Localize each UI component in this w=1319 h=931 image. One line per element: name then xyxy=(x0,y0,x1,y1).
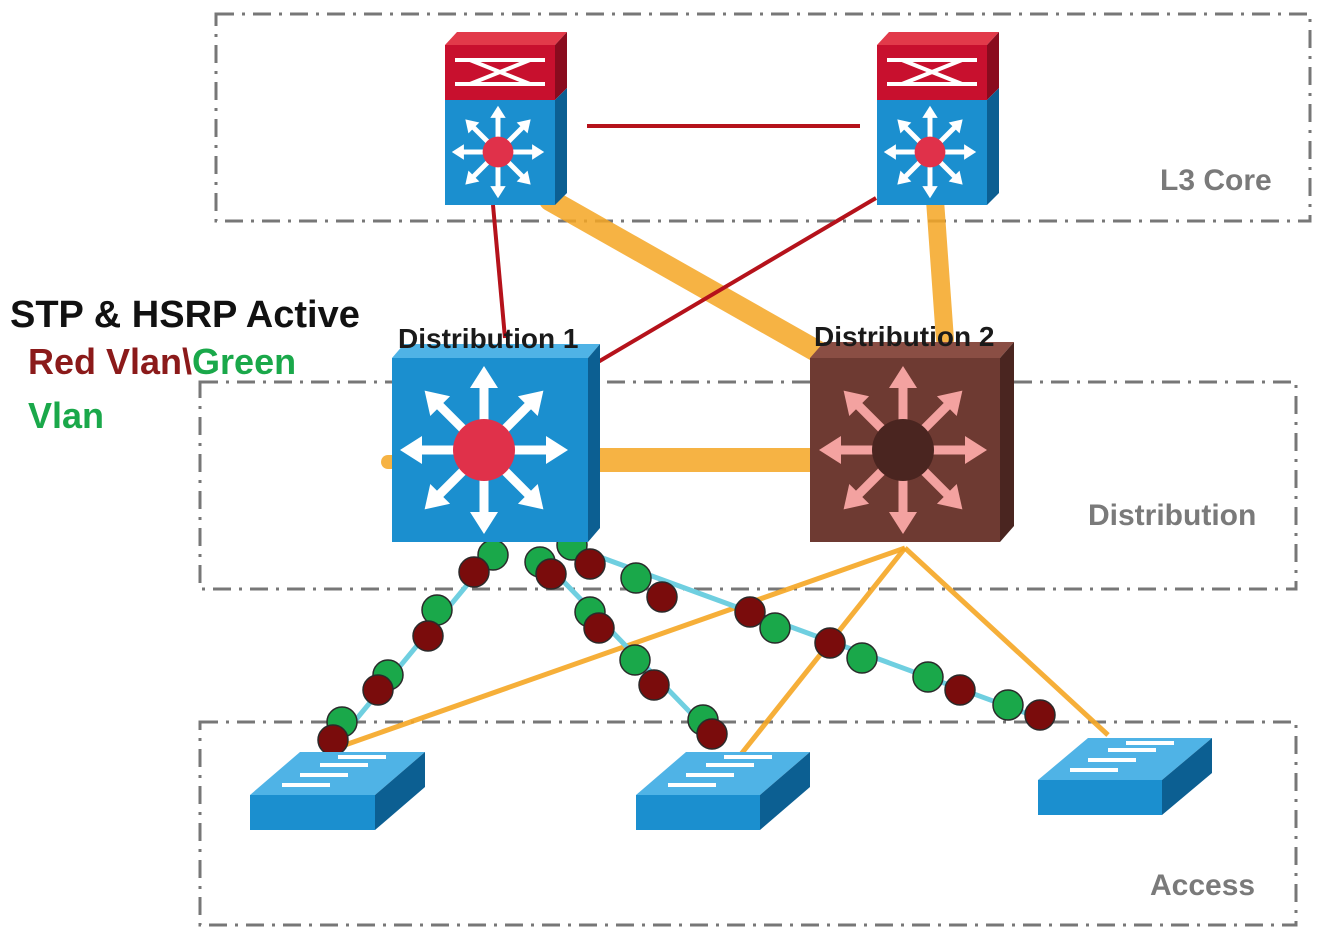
distribution-zone-label: Distribution xyxy=(1088,499,1256,532)
red-vlan-dot xyxy=(535,558,567,590)
core-zone-box xyxy=(214,12,1312,223)
red-vlan-dot xyxy=(583,612,615,644)
red-vlan-dot xyxy=(944,674,976,706)
uplink-core1-dist2 xyxy=(539,189,861,381)
green-vlan-dot xyxy=(759,612,791,644)
legend-green-vlan: Green xyxy=(192,341,296,382)
distribution-zone-box xyxy=(198,380,1298,591)
access-switch-3[interactable] xyxy=(1038,738,1212,815)
red-vlan-dot xyxy=(638,669,670,701)
uplink-core2-dist2 xyxy=(926,191,954,349)
distribution-1-switch[interactable] xyxy=(392,344,600,542)
red-vlan-dot xyxy=(814,627,846,659)
red-vlan-dot xyxy=(1024,699,1056,731)
red-vlan-dot xyxy=(574,548,606,580)
red-vlan-dot xyxy=(734,596,766,628)
red-vlan-dot xyxy=(696,718,728,750)
green-vlan-dot xyxy=(620,562,652,594)
core-switch-2[interactable] xyxy=(877,32,999,205)
core-switch-1[interactable] xyxy=(445,32,567,205)
distribution-2-switch[interactable] xyxy=(810,342,1014,542)
red-vlan-dot xyxy=(412,620,444,652)
distribution-2-label: Distribution 2 xyxy=(814,321,994,352)
green-vlan-dot xyxy=(846,642,878,674)
green-vlan-dot xyxy=(619,644,651,676)
access-switch-2[interactable] xyxy=(636,752,810,830)
link-core1-dist1 xyxy=(491,204,507,339)
red-vlan-dot xyxy=(362,674,394,706)
uplink-dist2-access3 xyxy=(903,546,1110,737)
access-zone-box xyxy=(198,720,1298,927)
access-zone-label: Access xyxy=(1150,869,1255,902)
distribution-1-label: Distribution 1 xyxy=(398,323,578,354)
red-vlan-dot xyxy=(646,581,678,613)
legend-red-vlan: Red Vlan\ xyxy=(28,341,192,382)
legend-line-2: Red Vlan\Green xyxy=(28,341,296,382)
legend-vlan: Vlan xyxy=(28,395,104,436)
trunk-dist1-access2 xyxy=(533,550,717,740)
red-vlan-dot xyxy=(317,724,349,756)
link-core2-dist1 xyxy=(596,196,878,364)
access-switch-1[interactable] xyxy=(250,752,425,830)
green-vlan-dot xyxy=(912,661,944,693)
vlan-dot-group xyxy=(317,529,1056,756)
core-zone-label: L3 Core xyxy=(1160,164,1272,197)
red-vlan-dot xyxy=(458,556,490,588)
legend-title: STP & HSRP Active xyxy=(10,294,360,336)
green-vlan-dot xyxy=(992,689,1024,721)
